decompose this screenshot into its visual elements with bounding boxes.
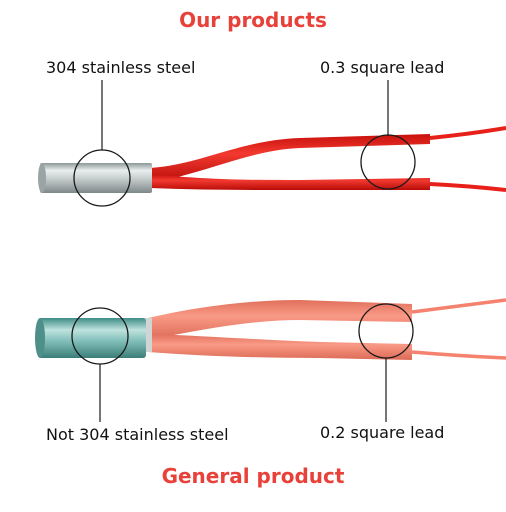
top-sleeve-upper <box>150 134 430 183</box>
top-wire-thin-upper <box>429 126 506 140</box>
bottom-tube-end <box>35 318 45 358</box>
callout-circle-top-right <box>360 134 416 190</box>
bottom-steel-tube <box>38 318 146 358</box>
heading-our-products: Our products <box>179 8 327 32</box>
top-wire-thin-lower <box>429 182 506 192</box>
bottom-sleeve-upper <box>148 300 412 340</box>
label-0-3-square-lead: 0.3 square lead <box>320 58 445 77</box>
label-not-304-stainless-steel: Not 304 stainless steel <box>46 425 229 444</box>
bottom-heater-cartridge <box>35 298 506 360</box>
callout-circle-top-left <box>73 149 131 207</box>
bottom-tube-collar <box>142 318 152 352</box>
bottom-wire-thin-lower <box>411 350 506 360</box>
bottom-sleeve-lower <box>148 334 412 360</box>
label-0-2-square-lead: 0.2 square lead <box>320 423 445 442</box>
top-tube-end <box>38 163 46 193</box>
heading-general-product: General product <box>161 464 345 488</box>
top-heater-cartridge <box>38 126 506 193</box>
top-steel-tube <box>40 163 152 193</box>
label-304-stainless-steel: 304 stainless steel <box>46 58 196 77</box>
bottom-wire-thin-upper <box>411 298 506 314</box>
top-sleeve-lower <box>150 174 430 190</box>
